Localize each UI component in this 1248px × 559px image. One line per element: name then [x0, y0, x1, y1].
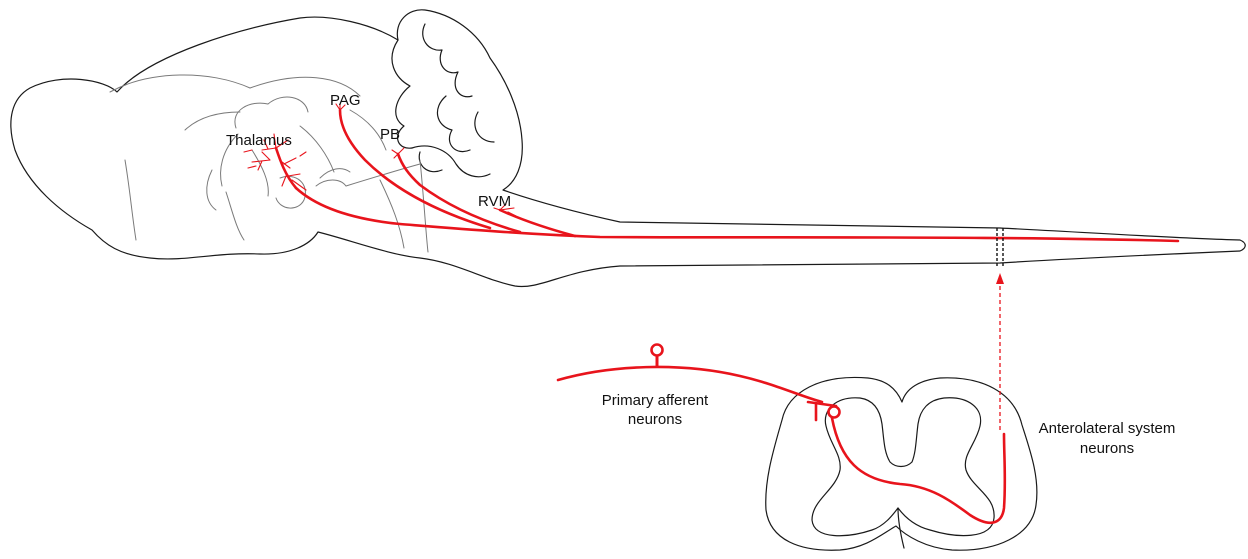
thalamus-branch	[276, 148, 296, 188]
pag-branch	[340, 110, 490, 228]
label-thalamus: Thalamus	[226, 132, 292, 149]
label-primary-afferent-line1: Primary afferent	[602, 392, 709, 409]
anterolateral-axon	[832, 418, 1005, 523]
label-rvm: RVM	[478, 193, 511, 210]
pathway-fibers	[244, 104, 1178, 523]
section-cut-marker	[997, 228, 1003, 266]
brain-sagittal-outline	[11, 10, 1245, 287]
anterolateral-ascending-tract	[296, 188, 1178, 241]
labels: Thalamus PAG PB RVM Primary afferent neu…	[226, 92, 1175, 457]
spinal-cord-outer-outline	[766, 377, 1037, 550]
label-primary-afferent-line2: neurons	[628, 411, 682, 428]
anterolateral-neuron	[829, 407, 1005, 523]
spinal-cord-cross-section	[766, 377, 1037, 550]
label-pag: PAG	[330, 92, 361, 109]
label-anterolateral-line2: neurons	[1080, 440, 1134, 457]
label-pb: PB	[380, 126, 400, 143]
anterolateral-cell-body	[829, 407, 840, 418]
primary-afferent-cell-body	[652, 345, 663, 356]
spinal-cord-gray-matter	[812, 398, 994, 536]
label-anterolateral-line1: Anterolateral system	[1039, 420, 1176, 437]
cerebellum-folia	[392, 24, 494, 177]
brain-internal-structures	[110, 75, 428, 252]
section-arrow	[996, 273, 1004, 430]
